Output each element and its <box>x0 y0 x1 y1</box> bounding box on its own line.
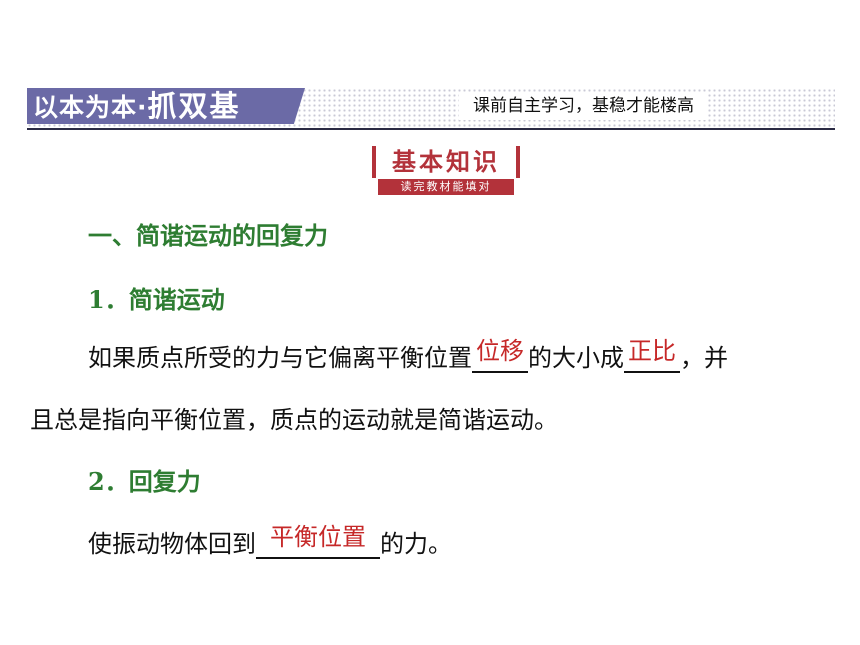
item1-heading: 1．简谐运动 <box>88 285 225 314</box>
fill-blank-3: 平衡位置 <box>256 523 380 559</box>
section-banner: 以本为本·抓双基 课前自主学习，基稳才能楼高 <box>27 88 835 130</box>
item1-text-c: ，并 <box>680 344 728 372</box>
item1-text-a: 如果质点所受的力与它偏离平衡位置 <box>88 344 472 372</box>
fill-answer-3: 平衡位置 <box>270 523 366 551</box>
banner-title-emphasis: 抓双基 <box>147 89 241 123</box>
item1-line2: 且总是指向平衡位置，质点的运动就是简谐运动。 <box>30 406 558 434</box>
knowledge-badge: 基本知识 读完教材能填对 <box>372 146 520 196</box>
item1-text-b: 的大小成 <box>528 344 624 372</box>
item1-line1: 如果质点所受的力与它偏离平衡位置位移的大小成正比，并 <box>88 337 728 373</box>
fill-blank-1: 位移 <box>472 337 528 373</box>
item2-line: 使振动物体回到平衡位置的力。 <box>88 523 452 559</box>
item2-heading: 2．回复力 <box>88 467 201 496</box>
fill-blank-2: 正比 <box>624 337 680 373</box>
badge-subtitle: 读完教材能填对 <box>378 179 514 195</box>
item2-text-a: 使振动物体回到 <box>88 530 256 558</box>
fill-answer-1: 位移 <box>476 337 524 365</box>
banner-subtitle: 课前自主学习，基稳才能楼高 <box>459 92 708 120</box>
item2-text-b: 的力。 <box>380 530 452 558</box>
fill-answer-2: 正比 <box>628 337 676 365</box>
section-heading: 一、简谐运动的回复力 <box>88 221 328 250</box>
badge-title: 基本知识 <box>372 146 520 178</box>
banner-title-prefix: 以本为本· <box>33 93 148 122</box>
banner-title: 以本为本·抓双基 <box>27 88 305 124</box>
